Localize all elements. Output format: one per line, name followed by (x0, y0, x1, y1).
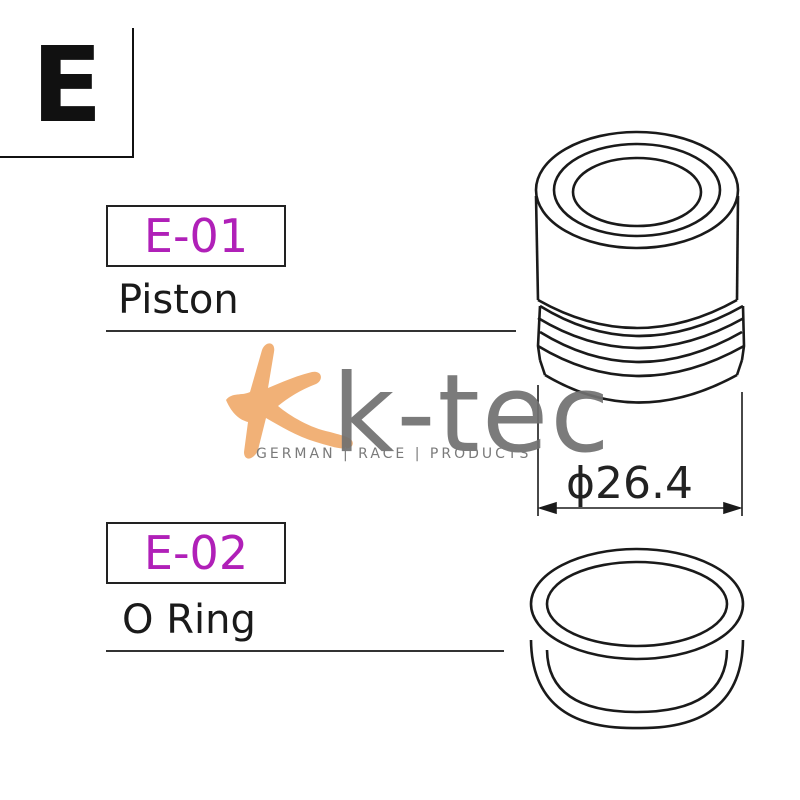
piston-bottom (544, 373, 738, 404)
dimension-label: ϕ26.4 (566, 458, 693, 509)
piston-top-middle (552, 142, 722, 238)
section-letter: E (31, 24, 103, 146)
piston-groove-2 (537, 316, 745, 350)
o-ring-inner-top (545, 560, 729, 648)
piston-groove-right-edge (740, 305, 746, 361)
part-code-e02: E-02 (106, 522, 286, 584)
piston-bore (571, 156, 703, 228)
section-box (0, 28, 134, 158)
leader-line-piston (106, 330, 516, 332)
o-ring-drawing (529, 547, 745, 730)
piston-side-left (534, 195, 540, 301)
piston-drawing (534, 130, 746, 404)
watermark-brand: k-tec (332, 352, 612, 477)
piston-body-base (537, 298, 738, 330)
o-ring-inner-bottom (545, 649, 729, 714)
watermark-tagline: GERMAN | RACE | PRODUCTS (256, 446, 532, 462)
part-name-piston: Piston (118, 277, 239, 323)
piston-skirt-left (538, 359, 547, 376)
piston-top-outer (534, 130, 740, 250)
piston-skirt-right (735, 359, 744, 376)
watermark-logo-mark (226, 343, 353, 459)
piston-groove-3 (539, 330, 743, 364)
dimension-arrow-right (723, 501, 743, 515)
o-ring-outer-top (529, 547, 745, 661)
o-ring-outer-bottom (529, 639, 745, 730)
part-name-o-ring: O Ring (122, 597, 256, 643)
piston-groove-4 (537, 344, 745, 378)
piston-groove-left-edge (536, 305, 542, 361)
dimension-arrow-left (537, 501, 557, 515)
leader-line-o-ring (106, 650, 504, 652)
piston-side-right (735, 195, 740, 301)
dimension-drawing (537, 385, 743, 516)
piston-groove-1 (539, 304, 744, 338)
part-code-e01: E-01 (106, 205, 286, 267)
